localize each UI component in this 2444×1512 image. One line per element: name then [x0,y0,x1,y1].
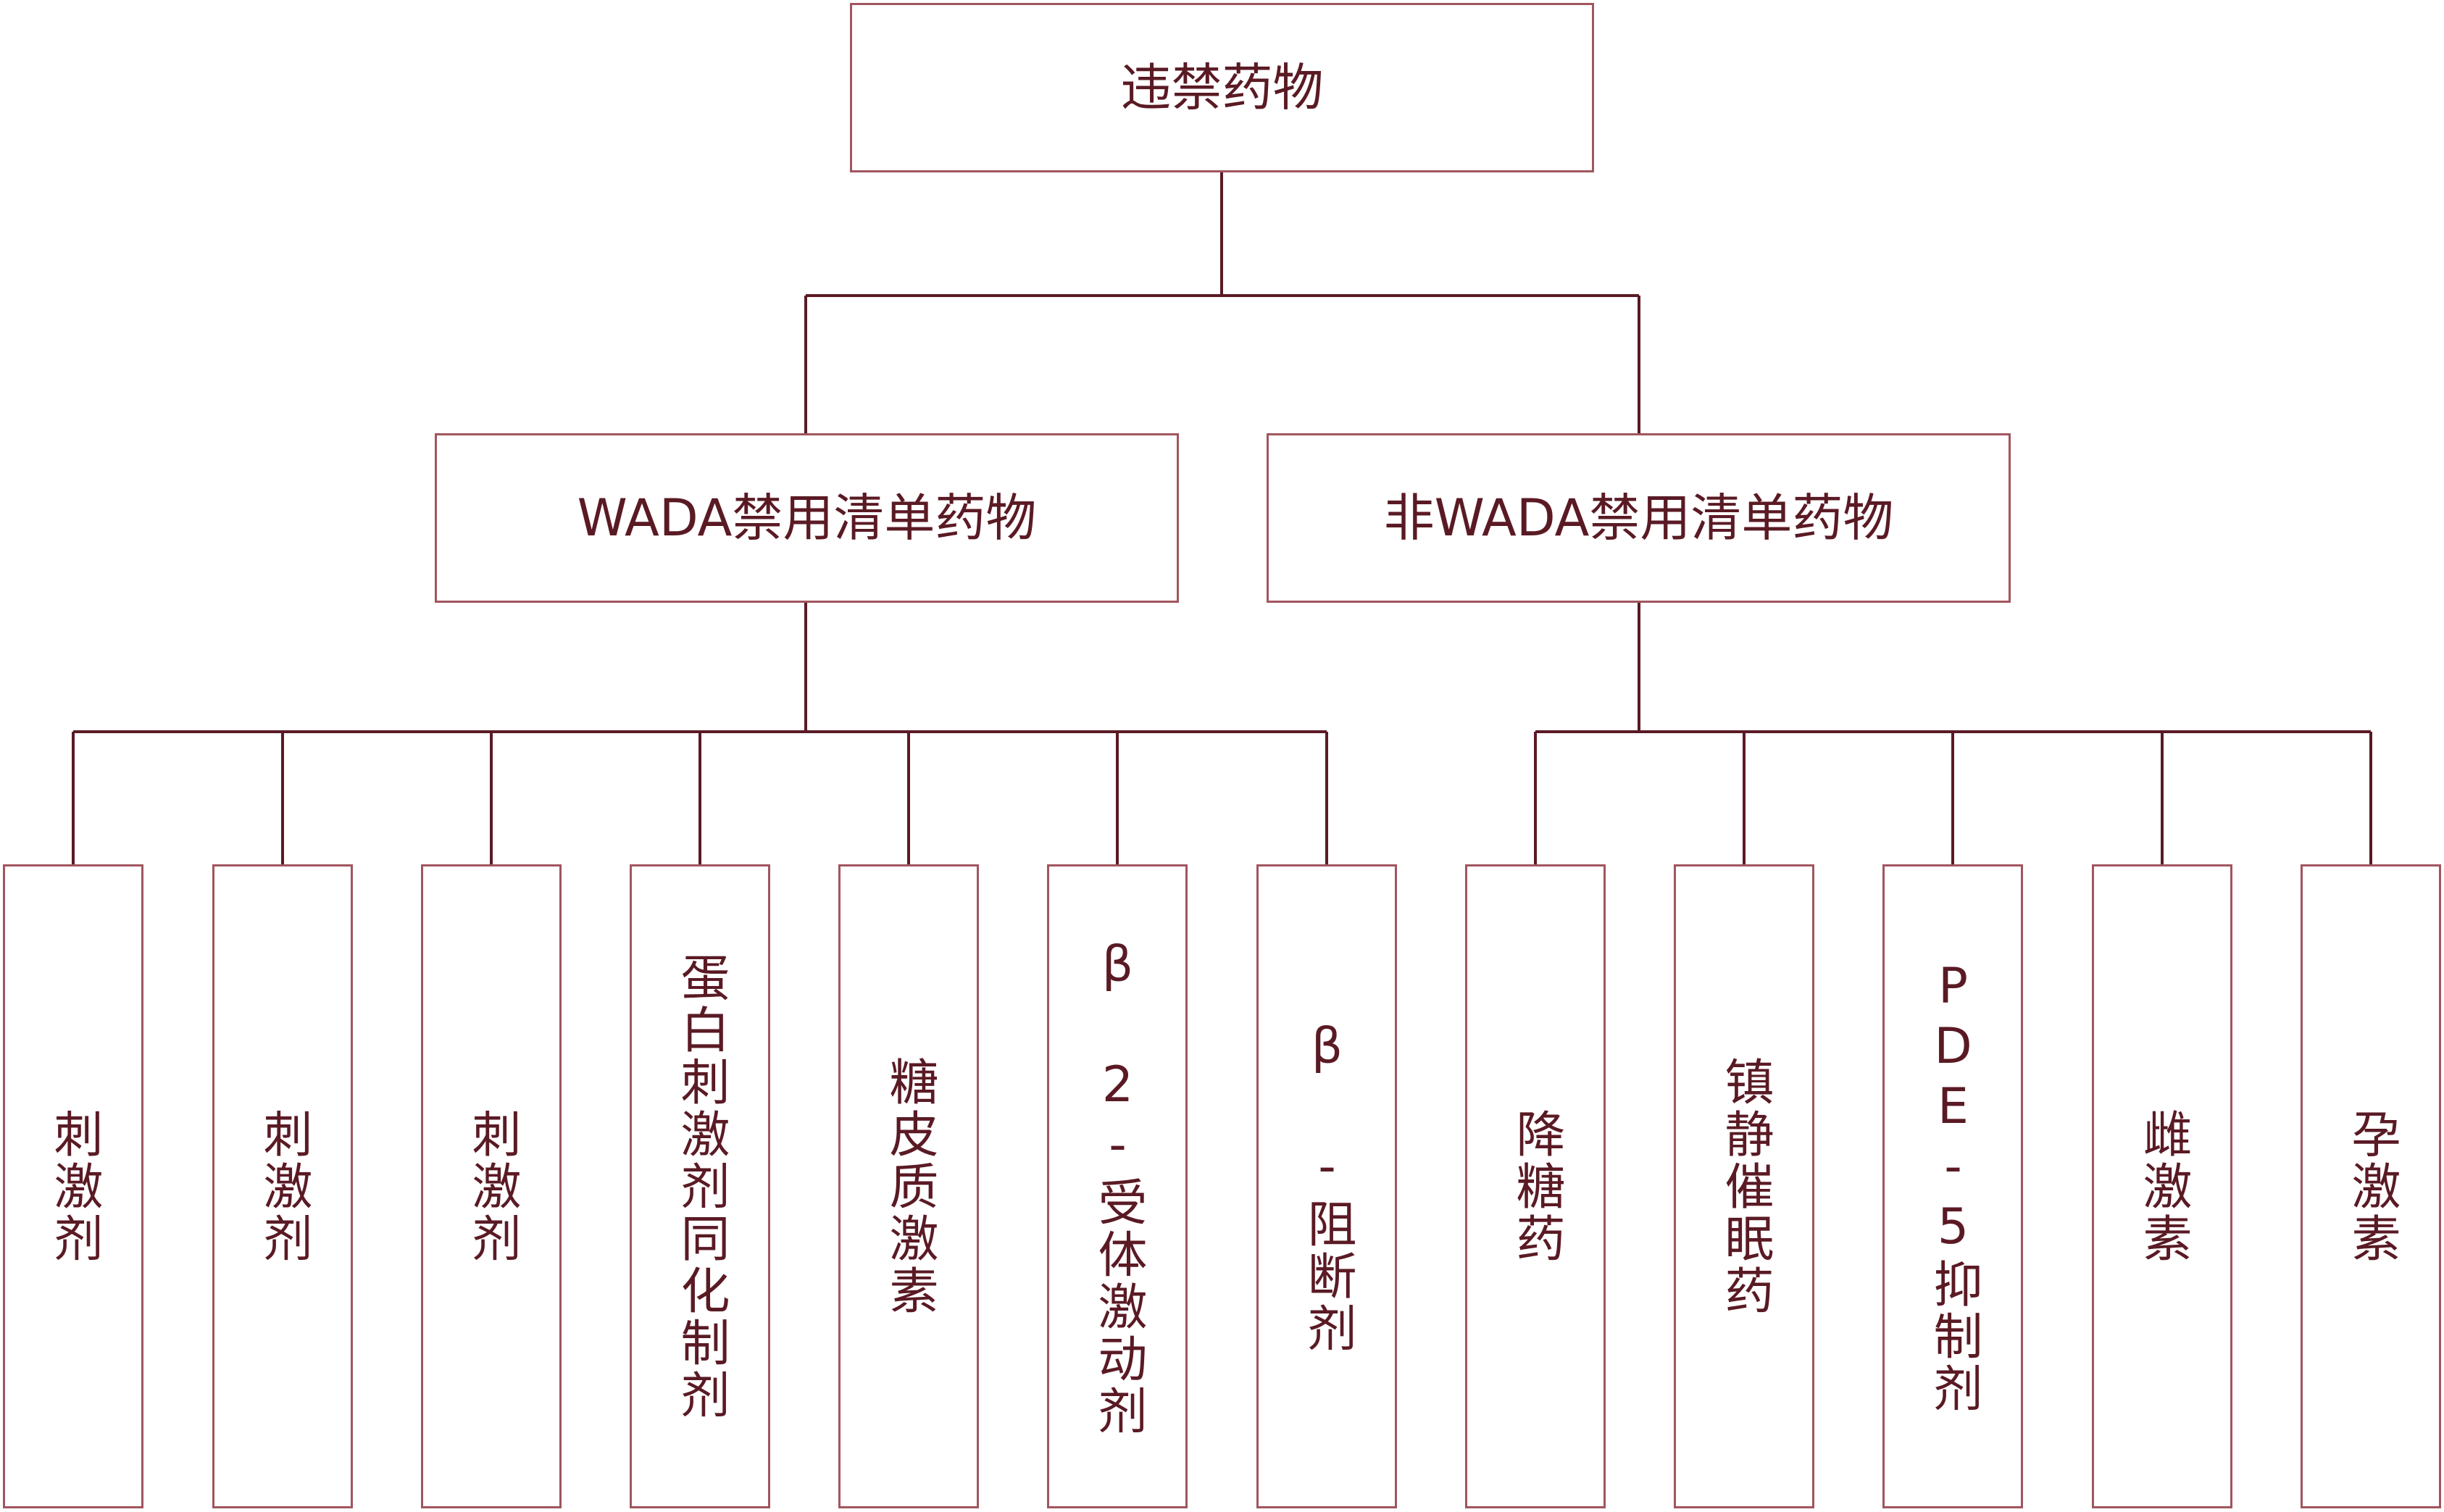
leaf-label: 降糖药 [1507,1108,1564,1265]
category-label: 非WADA禁用清单药物 [1383,488,1894,548]
category-label: WADA禁用清单药物 [577,488,1037,548]
leaf-label: β -阻断剂 [1298,1018,1356,1355]
leaf-node: 孕激素 [2301,864,2441,1508]
leaf-label: 刺激剂 [45,1108,102,1265]
leaf-label: 雌激素 [2134,1108,2191,1265]
leaf-node: 镇静催眠药 [1674,864,1814,1508]
leaf-label: 孕激素 [2343,1108,2400,1265]
leaf-label: 蛋白刺激剂同化制剂 [672,951,729,1421]
leaf-node: 雌激素 [2092,864,2232,1508]
leaf-node: PDE-5抑制剂 [1882,864,2023,1508]
leaf-label: 镇静催眠药 [1716,1056,1773,1317]
leaf-node: 降糖药 [1465,864,1606,1508]
leaf-node: 糖皮质激素 [838,864,979,1508]
leaf-node: 刺激剂 [212,864,353,1508]
category-node-non-wada: 非WADA禁用清单药物 [1267,433,2011,603]
leaf-label: PDE-5抑制剂 [1924,958,1982,1415]
leaf-node: β -阻断剂 [1256,864,1397,1508]
leaf-node: 刺激剂 [3,864,143,1508]
root-label: 违禁药物 [1120,58,1324,117]
root-node: 违禁药物 [850,3,1594,172]
leaf-label: 刺激剂 [463,1108,520,1265]
leaf-node: β 2-受体激动剂 [1047,864,1188,1508]
leaf-label: 刺激剂 [254,1108,312,1265]
leaf-label: β 2-受体激动剂 [1089,935,1146,1437]
leaf-node: 蛋白刺激剂同化制剂 [630,864,770,1508]
leaf-node: 刺激剂 [421,864,562,1508]
category-node-wada: WADA禁用清单药物 [435,433,1179,603]
leaf-label: 糖皮质激素 [880,1056,938,1317]
connector-lines [72,172,2372,864]
